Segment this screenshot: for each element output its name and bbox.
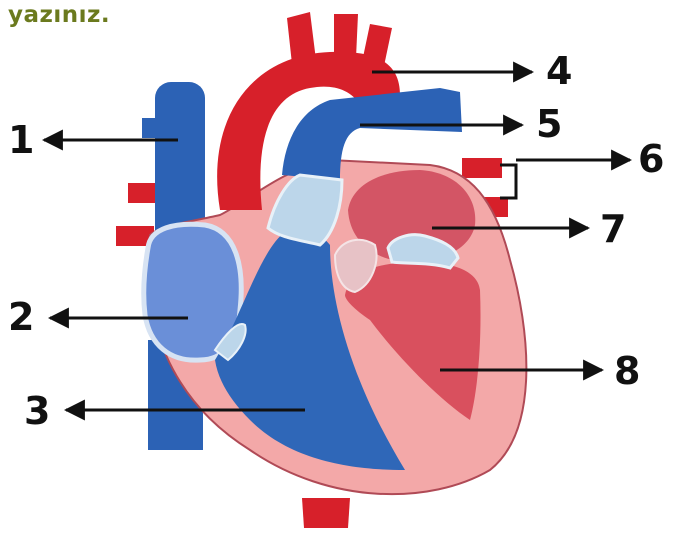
label-6: 6 (638, 137, 664, 181)
descending-aorta-stub (302, 498, 350, 528)
label-2: 2 (8, 295, 34, 339)
label-1: 1 (8, 118, 34, 162)
label-4: 4 (546, 49, 572, 93)
arrow-6 (500, 160, 630, 198)
label-3: 3 (24, 389, 50, 433)
label-5: 5 (536, 102, 562, 146)
label-7: 7 (600, 207, 626, 251)
label-8: 8 (614, 349, 640, 393)
